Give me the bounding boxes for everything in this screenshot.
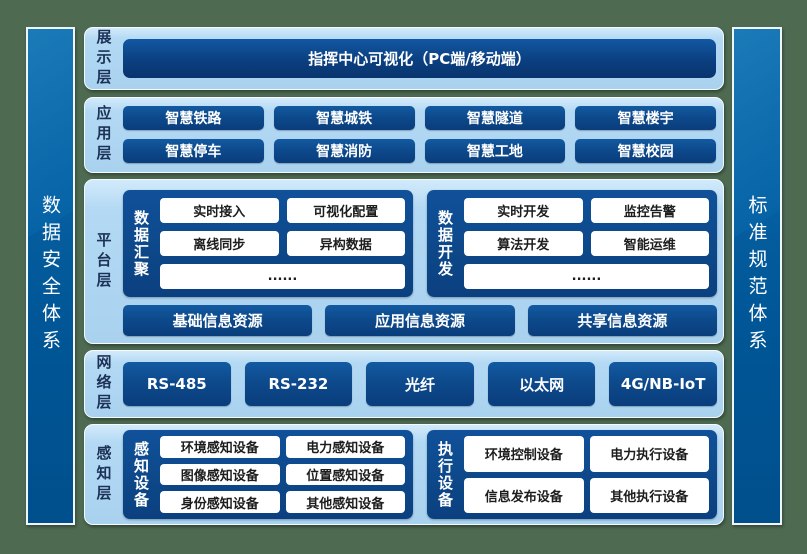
layer-platform: 平台层 数据汇聚 实时接入 可视化配置 离线同步 异构数据 ...... [84,179,724,344]
layer-application: 应用层 智慧铁路 智慧城铁 智慧隧道 智慧楼宇 智慧停车 智慧消防 智慧工地 智… [84,97,724,173]
chip-location-sensing: 位置感知设备 [285,463,405,486]
layer-application-content: 智慧铁路 智慧城铁 智慧隧道 智慧楼宇 智慧停车 智慧消防 智慧工地 智慧校园 [123,98,723,172]
group-data-aggregation: 数据汇聚 实时接入 可视化配置 离线同步 异构数据 ...... [123,190,413,298]
pillar-right-label: 标准规范体系 [745,195,768,357]
layer-perception-label-col: 感知层 [85,425,123,524]
chip-image-sensing: 图像感知设备 [160,463,280,486]
layer-display-content: 指挥中心可视化（PC端/移动端） [123,28,723,89]
resource-shared-info: 共享信息资源 [527,305,717,336]
platform-resources: 基础信息资源 应用信息资源 共享信息资源 [123,305,717,336]
group-data-aggregation-label: 数据汇聚 [132,209,150,278]
group-data-development-label: 数据开发 [436,209,454,278]
layer-network-label-col: 网络层 [85,351,123,417]
group-data-development-chips: 实时开发 监控告警 算法开发 智能运维 ...... [464,198,709,290]
chip-info-publish: 信息发布设备 [464,477,584,513]
layer-display: 展示层 指挥中心可视化（PC端/移动端） [84,27,724,90]
chip-aggregation-more: ...... [160,264,405,290]
chip-power-exec: 电力执行设备 [589,436,709,472]
layer-perception: 感知层 感知设备 环境感知设备 电力感知设备 图像感知设备 位置感知设备 身份感… [84,424,724,525]
resource-basic-info: 基础信息资源 [123,305,313,336]
group-data-aggregation-chips: 实时接入 可视化配置 离线同步 异构数据 ...... [160,198,405,290]
group-sensing-devices: 感知设备 环境感知设备 电力感知设备 图像感知设备 位置感知设备 身份感知设备 … [123,430,413,519]
layer-perception-content: 感知设备 环境感知设备 电力感知设备 图像感知设备 位置感知设备 身份感知设备 … [123,425,723,524]
layer-display-label-col: 展示层 [85,28,123,89]
group-data-aggregation-label-col: 数据汇聚 [131,198,152,289]
group-execution-devices-chips: 环境控制设备 电力执行设备 信息发布设备 其他执行设备 [464,436,709,513]
chip-smart-ops: 智能运维 [590,231,709,257]
chip-env-sensing: 环境感知设备 [160,436,280,458]
chip-offline-sync: 离线同步 [160,231,279,257]
group-execution-devices-label: 执行设备 [436,440,454,509]
pillar-standards: 标准规范体系 [732,27,782,525]
platform-groups: 数据汇聚 实时接入 可视化配置 离线同步 异构数据 ...... 数据开发 [123,190,717,298]
command-center-bar: 指挥中心可视化（PC端/移动端） [123,39,716,78]
chip-monitor-alert: 监控告警 [590,198,709,224]
group-data-development-label-col: 数据开发 [435,198,456,289]
layer-platform-label-col: 平台层 [85,180,123,343]
app-chip-smart-parking: 智慧停车 [123,139,264,163]
net-chip-fiber: 光纤 [366,362,474,406]
app-chip-smart-metro: 智慧城铁 [273,106,415,130]
pillar-left-label: 数据安全体系 [39,195,61,357]
chip-visual-config: 可视化配置 [286,198,405,224]
layer-application-label-col: 应用层 [85,98,123,172]
chip-identity-sensing: 身份感知设备 [160,491,280,513]
layer-perception-label: 感知层 [94,444,113,505]
group-execution-devices: 执行设备 环境控制设备 电力执行设备 信息发布设备 其他执行设备 [427,430,717,519]
chip-power-sensing: 电力感知设备 [285,436,405,458]
pillar-data-security: 数据安全体系 [26,27,75,525]
app-chip-smart-building: 智慧楼宇 [575,106,716,130]
app-chip-smart-railway: 智慧铁路 [123,106,264,130]
group-sensing-devices-label: 感知设备 [132,440,150,509]
group-sensing-devices-chips: 环境感知设备 电力感知设备 图像感知设备 位置感知设备 身份感知设备 其他感知设… [160,436,405,513]
net-chip-4g-nbiot: 4G/NB-IoT [609,362,717,406]
group-execution-devices-label-col: 执行设备 [435,436,456,513]
chip-realtime-dev: 实时开发 [464,198,583,224]
chip-other-exec: 其他执行设备 [589,477,709,513]
app-chip-smart-fire: 智慧消防 [273,139,415,163]
layer-network: 网络层 RS-485 RS-232 光纤 以太网 4G/NB-IoT [84,350,724,418]
app-chip-smart-campus: 智慧校园 [575,139,716,163]
layer-display-label: 展示层 [94,28,113,89]
chip-env-control: 环境控制设备 [464,436,584,472]
app-chip-smart-site: 智慧工地 [424,139,566,163]
chip-hetero-data: 异构数据 [286,231,405,257]
group-data-development: 数据开发 实时开发 监控告警 算法开发 智能运维 ...... [427,190,717,298]
layer-network-label: 网络层 [94,354,113,414]
net-chip-ethernet: 以太网 [487,362,596,406]
layer-network-content: RS-485 RS-232 光纤 以太网 4G/NB-IoT [123,351,723,417]
chip-other-sensing: 其他感知设备 [285,491,405,513]
net-chip-rs232: RS-232 [244,362,353,406]
layer-platform-label: 平台层 [94,231,113,292]
chip-algorithm-dev: 算法开发 [464,231,583,257]
layer-application-label: 应用层 [94,105,113,165]
chip-realtime-access: 实时接入 [160,198,279,224]
resource-app-info: 应用信息资源 [325,305,515,336]
net-chip-rs485: RS-485 [123,362,231,406]
app-chip-smart-tunnel: 智慧隧道 [424,106,566,130]
group-sensing-devices-label-col: 感知设备 [131,436,152,513]
layer-platform-content: 数据汇聚 实时接入 可视化配置 离线同步 异构数据 ...... 数据开发 [123,180,723,343]
chip-development-more: ...... [464,264,709,290]
